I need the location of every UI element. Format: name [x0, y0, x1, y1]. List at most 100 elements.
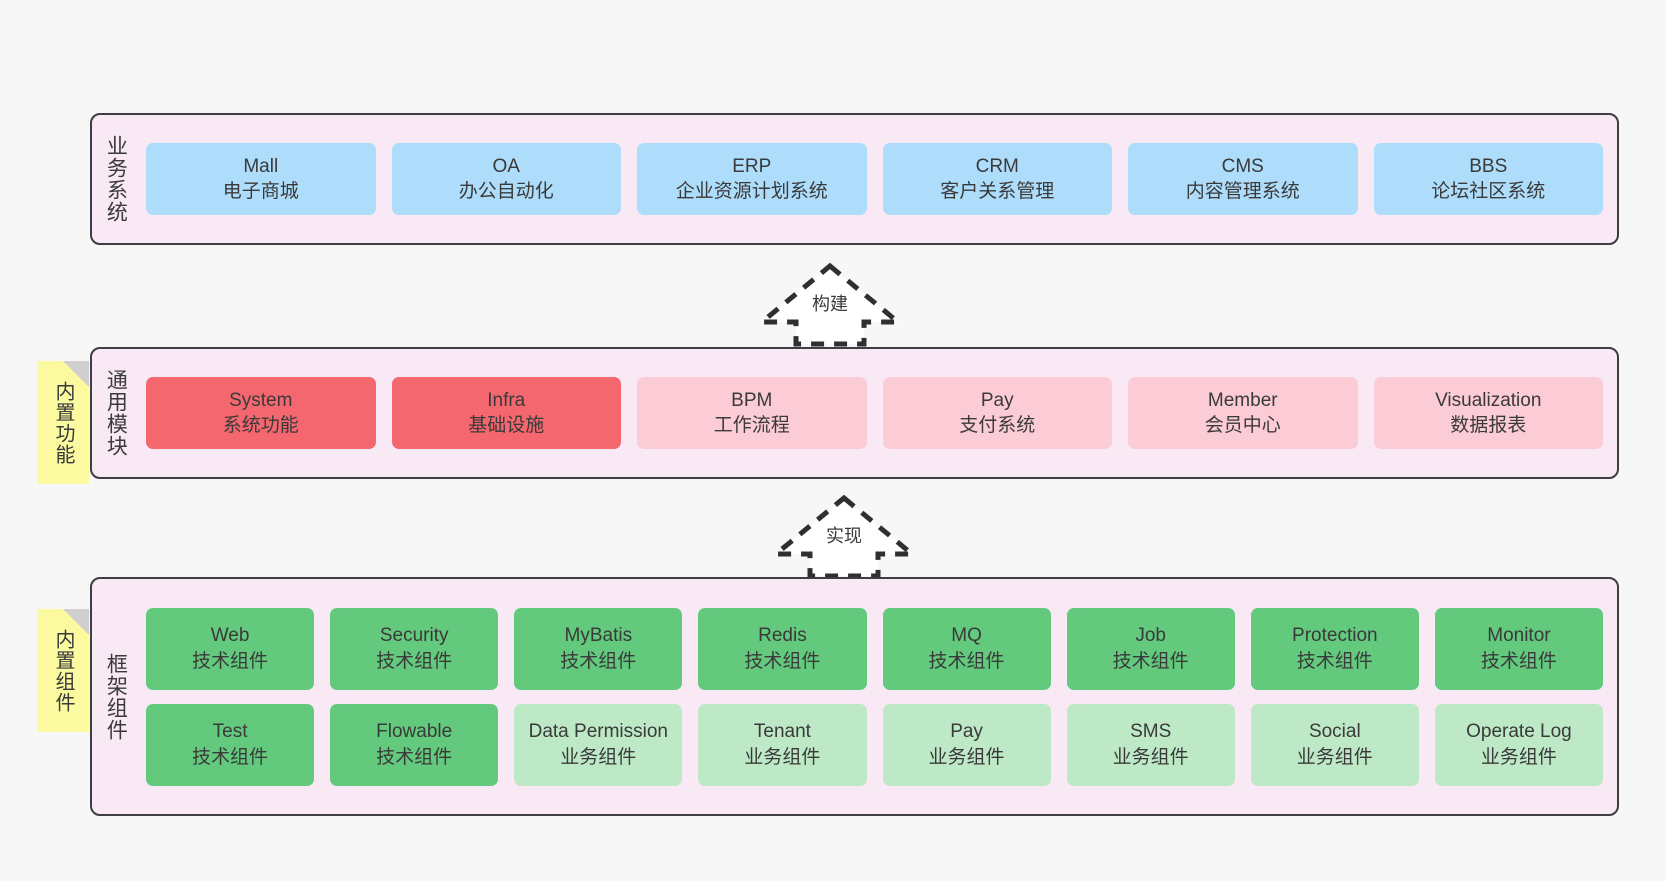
card-subtitle: 业务组件 [1480, 746, 1557, 768]
card-web[interactable]: Web 技术组件 [146, 607, 315, 690]
card-flowable[interactable]: Flowable 技术组件 [330, 703, 499, 786]
card-erp[interactable]: ERP 企业资源计划系统 [637, 143, 867, 215]
card-data-permission[interactable]: Data Permission 业务组件 [514, 703, 683, 786]
card-bbs[interactable]: BBS 论坛社区系统 [1373, 143, 1603, 215]
card-operate-log[interactable]: Operate Log 业务组件 [1434, 703, 1603, 786]
note-builtin-components: 内置组件 [37, 609, 89, 732]
card-title: Data Permission [528, 721, 668, 743]
layer-body-business-systems: Mall 电子商城 OA 办公自动化 ERP 企业资源计划系统 CRM 客户关系… [138, 115, 1617, 243]
card-title: Mall [243, 155, 279, 177]
card-subtitle: 技术组件 [192, 746, 269, 768]
card-subtitle: 业务组件 [560, 746, 637, 768]
card-subtitle: 技术组件 [560, 650, 637, 672]
note-builtin-features: 内置功能 [37, 361, 89, 484]
card-subtitle: 电子商城 [222, 181, 299, 202]
card-row: Test 技术组件 Flowable 技术组件 Data Permission … [146, 703, 1603, 786]
card-member[interactable]: Member 会员中心 [1128, 377, 1358, 449]
card-subtitle: 内容管理系统 [1185, 181, 1300, 202]
card-subtitle: 技术组件 [376, 746, 453, 768]
card-pay-module[interactable]: Pay 支付系统 [882, 377, 1112, 449]
layer-business-systems: 业务系统 Mall 电子商城 OA 办公自动化 ERP 企业资源计划系统 CRM… [90, 113, 1619, 245]
card-title: Monitor [1487, 625, 1551, 647]
card-mybatis[interactable]: MyBatis 技术组件 [514, 607, 683, 690]
card-title: System [229, 389, 293, 411]
card-title: Test [212, 721, 248, 743]
card-title: Protection [1292, 625, 1378, 647]
card-protection[interactable]: Protection 技术组件 [1250, 607, 1419, 690]
card-subtitle: 数据报表 [1450, 415, 1527, 436]
card-subtitle: 支付系统 [959, 415, 1036, 436]
card-title: Redis [758, 625, 807, 647]
card-title: Operate Log [1466, 721, 1572, 743]
card-visualization[interactable]: Visualization 数据报表 [1373, 377, 1603, 449]
layer-title-business-systems: 业务系统 [104, 135, 128, 223]
card-sms[interactable]: SMS 业务组件 [1066, 703, 1235, 786]
card-system[interactable]: System 系统功能 [146, 377, 376, 449]
arrow-build-label: 构建 [812, 294, 848, 314]
card-subtitle: 系统功能 [222, 415, 299, 436]
arrow-implement: 实现 [770, 492, 918, 582]
card-title: Security [379, 625, 449, 647]
card-security[interactable]: Security 技术组件 [330, 607, 499, 690]
card-title: MQ [951, 625, 982, 647]
card-mq[interactable]: MQ 技术组件 [882, 607, 1051, 690]
card-row: Mall 电子商城 OA 办公自动化 ERP 企业资源计划系统 CRM 客户关系… [146, 143, 1603, 215]
layer-framework-components: 框架组件 Web 技术组件 Security 技术组件 MyBatis 技术组件… [90, 577, 1619, 816]
card-title: BPM [731, 389, 773, 411]
card-title: Job [1135, 625, 1166, 647]
note-label: 内置组件 [52, 628, 74, 713]
card-title: CMS [1221, 155, 1264, 177]
card-title: Infra [487, 389, 526, 411]
card-subtitle: 会员中心 [1204, 415, 1281, 436]
card-subtitle: 业务组件 [1112, 746, 1189, 768]
card-social[interactable]: Social 业务组件 [1250, 703, 1419, 786]
layer-body-framework-components: Web 技术组件 Security 技术组件 MyBatis 技术组件 Redi… [138, 579, 1617, 814]
note-label: 内置功能 [52, 380, 74, 465]
card-title: Visualization [1435, 389, 1542, 411]
card-subtitle: 论坛社区系统 [1431, 181, 1546, 202]
card-subtitle: 技术组件 [192, 650, 269, 672]
card-row: Web 技术组件 Security 技术组件 MyBatis 技术组件 Redi… [146, 607, 1603, 690]
card-title: Web [210, 625, 250, 647]
card-mall[interactable]: Mall 电子商城 [146, 143, 376, 215]
card-cms[interactable]: CMS 内容管理系统 [1128, 143, 1358, 215]
card-tenant[interactable]: Tenant 业务组件 [698, 703, 867, 786]
arrow-implement-label: 实现 [826, 526, 862, 546]
card-title: CRM [975, 155, 1019, 177]
card-title: OA [492, 155, 520, 177]
card-job[interactable]: Job 技术组件 [1066, 607, 1235, 690]
card-title: MyBatis [564, 625, 633, 647]
card-subtitle: 客户关系管理 [940, 181, 1055, 202]
card-crm[interactable]: CRM 客户关系管理 [882, 143, 1112, 215]
arrow-build: 构建 [756, 260, 904, 350]
layer-title-framework-components: 框架组件 [104, 652, 128, 741]
card-title: BBS [1469, 155, 1508, 177]
layer-title-common-modules: 通用模块 [104, 369, 128, 457]
card-subtitle: 技术组件 [928, 650, 1005, 672]
card-oa[interactable]: OA 办公自动化 [391, 143, 621, 215]
card-pay-component[interactable]: Pay 业务组件 [882, 703, 1051, 786]
card-title: ERP [732, 155, 772, 177]
card-title: Pay [950, 721, 983, 743]
card-infra[interactable]: Infra 基础设施 [391, 377, 621, 449]
arrow-build-shape [756, 262, 904, 347]
card-title: Pay [980, 389, 1014, 411]
card-subtitle: 业务组件 [1296, 746, 1373, 768]
layer-common-modules: 通用模块 System 系统功能 Infra 基础设施 BPM 工作流程 Pay… [90, 347, 1619, 479]
card-subtitle: 基础设施 [468, 415, 545, 436]
card-title: Member [1207, 389, 1278, 411]
card-subtitle: 办公自动化 [458, 181, 554, 202]
card-subtitle: 技术组件 [744, 650, 821, 672]
card-subtitle: 技术组件 [1296, 650, 1373, 672]
card-monitor[interactable]: Monitor 技术组件 [1434, 607, 1603, 690]
card-subtitle: 业务组件 [928, 746, 1005, 768]
card-subtitle: 工作流程 [713, 415, 790, 436]
card-title: Flowable [376, 721, 453, 743]
card-subtitle: 业务组件 [744, 746, 821, 768]
card-bpm[interactable]: BPM 工作流程 [637, 377, 867, 449]
card-subtitle: 技术组件 [376, 650, 453, 672]
card-subtitle: 技术组件 [1480, 650, 1557, 672]
card-test[interactable]: Test 技术组件 [146, 703, 315, 786]
card-redis[interactable]: Redis 技术组件 [698, 607, 867, 690]
